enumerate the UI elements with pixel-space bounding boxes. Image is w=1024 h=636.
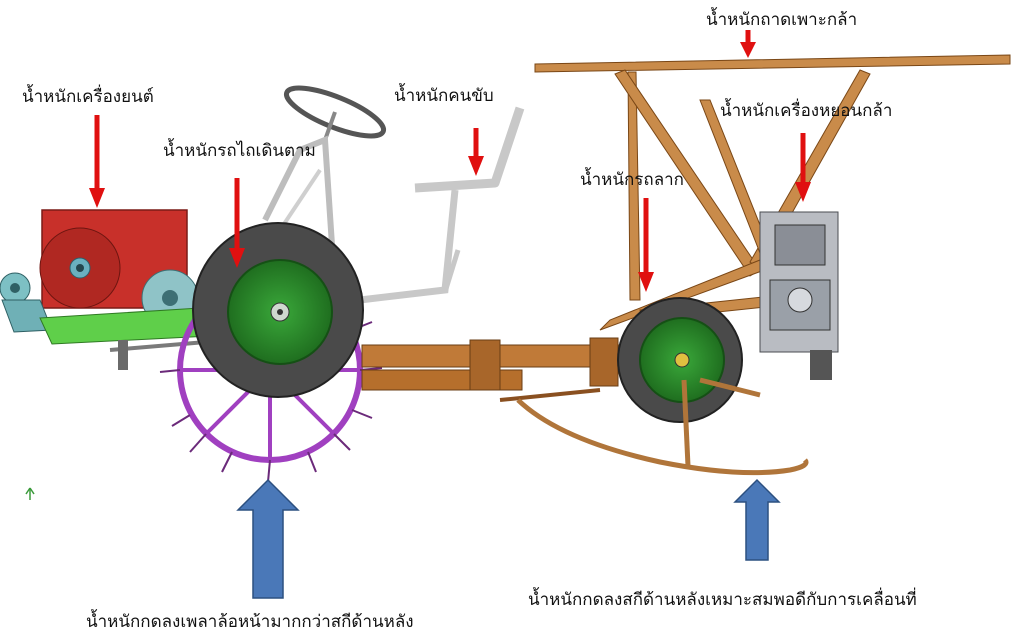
- rear-ski: [516, 377, 809, 476]
- trailer-weight-label: น้ำหนักรถลาก: [580, 170, 684, 190]
- engine-weight-arrow: [89, 115, 105, 208]
- tractor-weight-arrow: [229, 178, 245, 268]
- driver-weight-arrow: [468, 128, 484, 176]
- axis-marker: [25, 487, 35, 500]
- engine-weight-label: น้ำหนักเครื่องยนต์: [22, 87, 154, 107]
- transplanter-weight-label: น้ำหนักเครื่องหยอนกล้า: [720, 101, 893, 121]
- drawbar: [361, 337, 623, 402]
- rear-reaction-arrow: [733, 478, 781, 561]
- transplanter-weight-arrow: [795, 133, 811, 202]
- trailer-weight-arrow: [638, 198, 654, 292]
- front-wheel: [192, 222, 364, 398]
- tray-weight-label: น้ำหนักถาดเพาะกล้า: [706, 10, 858, 30]
- driver-seat: [359, 106, 525, 304]
- front-axle-load-label: น้ำหนักกดลงเพลาล้อหน้ามากกว่าสกีด้านหลัง: [86, 612, 414, 632]
- rear-ski-load-label: น้ำหนักกดลงสกีด้านหลังเหมาะสมพอดีกับการเ…: [528, 590, 917, 610]
- steering-handle: [262, 85, 387, 291]
- front-reaction-arrow: [236, 478, 300, 599]
- transplanter-mechanism: [759, 211, 839, 380]
- trailer-frame: [534, 54, 1011, 331]
- driver-weight-label: น้ำหนักคนขับ: [394, 86, 494, 106]
- engine-unit: [39, 209, 199, 327]
- tray-weight-arrow: [740, 30, 756, 58]
- base-frame: [39, 307, 231, 370]
- tractor-weight-label: น้ำหนักรถไถเดินตาม: [163, 141, 316, 161]
- rear-wheel: [617, 297, 743, 423]
